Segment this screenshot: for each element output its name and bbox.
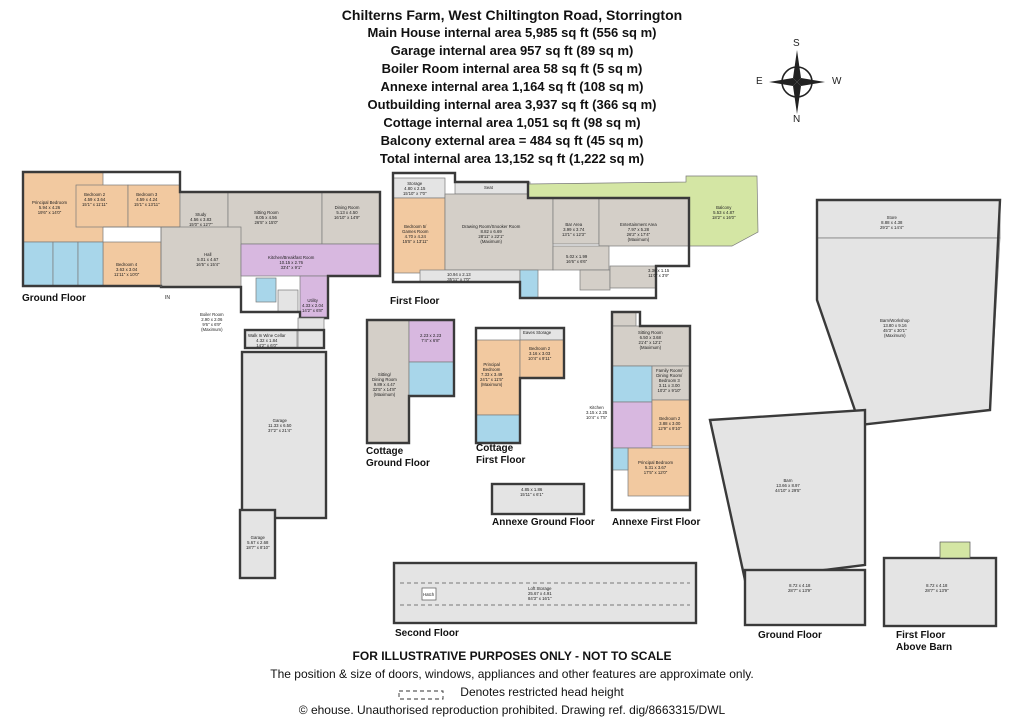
area-outbuilding: Outbuilding internal area 3,937 sq ft (3…: [367, 97, 657, 112]
room-kitchen: Kitchen/Breakfast Room 10.15 x 2.76 33'4…: [268, 255, 315, 270]
footer-note: The position & size of doors, windows, a…: [270, 667, 754, 681]
area-garage: Garage internal area 957 sq ft (89 sq m): [390, 43, 634, 58]
room-bedroom-5: Bedroom 5/ Games Room 4.70 x 4.24 15'5" …: [402, 224, 429, 244]
room-seat: Seat: [484, 185, 493, 190]
room-barn-workshop: Barn/Workshop 13.80 x 9.16 45'3" x 30'1"…: [880, 318, 910, 338]
room-boiler-room: Boiler Room 2.90 x 2.06 9'6" x 6'9" (Max…: [200, 312, 224, 332]
compass-icon: [769, 50, 825, 114]
room-study: Study 4.56 x 3.83 15'0" x 12'7": [189, 212, 213, 227]
room-store: Store 8.88 x 4.38 29'2" x 14'4": [880, 215, 904, 230]
room-annexe-kitchen: Kitchen 3.15 x 2.25 10'4" x 7'5": [586, 405, 608, 420]
area-main-house: Main House internal area 5,985 sq ft (55…: [367, 25, 657, 40]
area-total: Total internal area 13,152 sq ft (1,222 …: [379, 151, 645, 166]
room-sitting-room: Sitting Room 8.05 x 4.56 26'5" x 15'0": [254, 210, 279, 225]
footer-disclaimer: FOR ILLUSTRATIVE PURPOSES ONLY - NOT TO …: [352, 649, 672, 663]
room-garage-small: Garage 5.67 x 2.68 18'7" x 8'10": [246, 535, 270, 550]
room-barn-lower: 8.72 x 4.18 28'7" x 13'9": [788, 583, 812, 593]
annexe-ground-floor-plan: [490, 482, 586, 516]
room-cottage-kitchen: 2.23 x 2.23 7'4" x 6'8": [420, 333, 442, 343]
room-annexe-family: Family Room/ Dining Room/ Bedroom 3 3.11…: [656, 368, 683, 393]
room-5-02: 5.02 x 1.99 16'6" x 6'6": [566, 254, 588, 264]
room-garage-main: Garage 11.33 x 6.50 37'2" x 21'4": [268, 418, 292, 433]
room-annexe-principal: Principal Bedroom 5.31 x 3.67 17'5" x 12…: [638, 460, 674, 475]
floor-label-barn-ground: Ground Floor: [758, 630, 822, 641]
garage-block-plan: [238, 317, 328, 580]
room-bedroom-4: Bedroom 4 3.63 x 3.04 11'11" x 10'0": [114, 262, 140, 277]
floor-label-second: Second Floor: [395, 628, 459, 639]
compass-south: S: [793, 38, 800, 49]
loft-hatch: Hatch: [423, 592, 435, 597]
restricted-height-legend-icon: [398, 690, 444, 700]
main-first-floor-plan: [391, 171, 759, 300]
area-cottage: Cottage internal area 1,051 sq ft (98 sq…: [383, 115, 641, 130]
footer-copyright: © ehouse. Unauthorised reproduction proh…: [298, 703, 726, 717]
room-wine-cellar: Walk In Wine Cellar 4.32 x 1.84 14'2" x …: [248, 333, 286, 348]
room-storage: Storage 4.80 x 2.15 15'10" x 7'0": [403, 181, 427, 196]
room-bar-area: Bar Area 3.99 x 3.74 13'1" x 12'3": [562, 222, 586, 237]
room-above-barn: 8.72 x 4.18 28'7" x 13'9": [925, 583, 949, 593]
floor-label-annexe-first: Annexe First Floor: [612, 517, 701, 528]
room-utility: Utility 4.33 x 2.04 14'2" x 6'8": [302, 298, 324, 313]
area-annexe: Annexe internal area 1,164 sq ft (108 sq…: [380, 79, 644, 94]
loft-floor-plan: [392, 561, 698, 625]
compass-east: E: [756, 76, 763, 87]
room-cottage-eaves-storage: Eaves Storage: [523, 330, 552, 335]
annexe-first-floor-plan: [610, 310, 692, 512]
cottage-first-floor-plan: [474, 326, 566, 445]
main-ground-floor-plan: [21, 170, 382, 320]
room-annexe-sitting: Sitting Room 6.50 x 3.68 21'4" x 12'1" (…: [638, 330, 663, 350]
room-landing: 10.94 x 2.13 35'11" x 7'0": [447, 272, 471, 282]
room-entertainment-area: Entertainment Area 7.97 x 5.28 26'2" x 1…: [620, 222, 657, 242]
room-balcony: Balcony 5.53 x 4.87 18'2" x 16'0": [712, 205, 736, 220]
footer-legend: Denotes restricted head height: [460, 685, 624, 699]
room-cottage-bedroom-2: Bedroom 2 3.16 x 3.03 10'4" x 9'11": [528, 346, 552, 361]
room-loft-storage: Loft Storage 25.67 x 4.91 84'3" x 16'1": [528, 586, 552, 601]
floor-label-above-barn: First Floor Above Barn: [896, 630, 953, 653]
room-bedroom-3: Bedroom 3 4.59 x 4.24 15'1" x 13'11": [134, 192, 160, 207]
floor-label-cottage-first: Cottage First Floor: [476, 443, 526, 466]
floor-label-annexe-ground: Annexe Ground Floor: [492, 517, 595, 528]
cottage-ground-floor-plan: [365, 318, 456, 445]
room-hall: Hall 5.01 x 4.67 16'5" x 15'4": [196, 252, 220, 267]
entrance-marker: IN: [165, 295, 170, 301]
area-boiler-room: Boiler Room internal area 58 sq ft (5 sq…: [381, 61, 643, 76]
compass-west: W: [832, 76, 842, 87]
room-cottage-principal: Principal Bedroom 7.33 x 3.49 24'1" x 11…: [480, 362, 504, 387]
room-cottage-sitting: Sitting/ Dining Room 9.89 x 4.47 32'5" x…: [372, 372, 397, 397]
room-bedroom-2: Bedroom 2 4.59 x 3.64 15'1" x 11'11": [82, 192, 108, 207]
room-annexe-bedroom-2: Bedroom 2 3.88 x 3.00 12'9" x 9'10": [658, 416, 682, 431]
room-barn: Barn 13.66 x 8.97 44'10" x 29'5": [775, 478, 801, 493]
barn-workshop-plan: [708, 198, 1002, 628]
compass-north: N: [793, 114, 801, 125]
room-principal-bedroom: Principal Bedroom 5.94 x 4.26 19'6" x 14…: [32, 200, 68, 215]
room-dining-room: Dining Room 5.13 x 4.50 16'10" x 14'9": [334, 205, 360, 220]
area-balcony: Balcony external area = 484 sq ft (45 sq…: [380, 133, 644, 148]
page-title: Chilterns Farm, West Chiltington Road, S…: [341, 7, 683, 23]
floor-label-cottage-ground: Cottage Ground Floor: [366, 446, 430, 469]
floor-label-ground: Ground Floor: [22, 293, 86, 304]
room-3-36: 3.36 x 1.15 11'0" x 3'9": [648, 268, 670, 278]
room-annexe-ground: 4.85 x 1.86 15'11" x 6'1": [520, 487, 544, 497]
room-drawing-room: Drawing Room/Snooker Room 8.82 x 6.69 28…: [462, 224, 521, 244]
floor-label-first: First Floor: [390, 296, 440, 307]
